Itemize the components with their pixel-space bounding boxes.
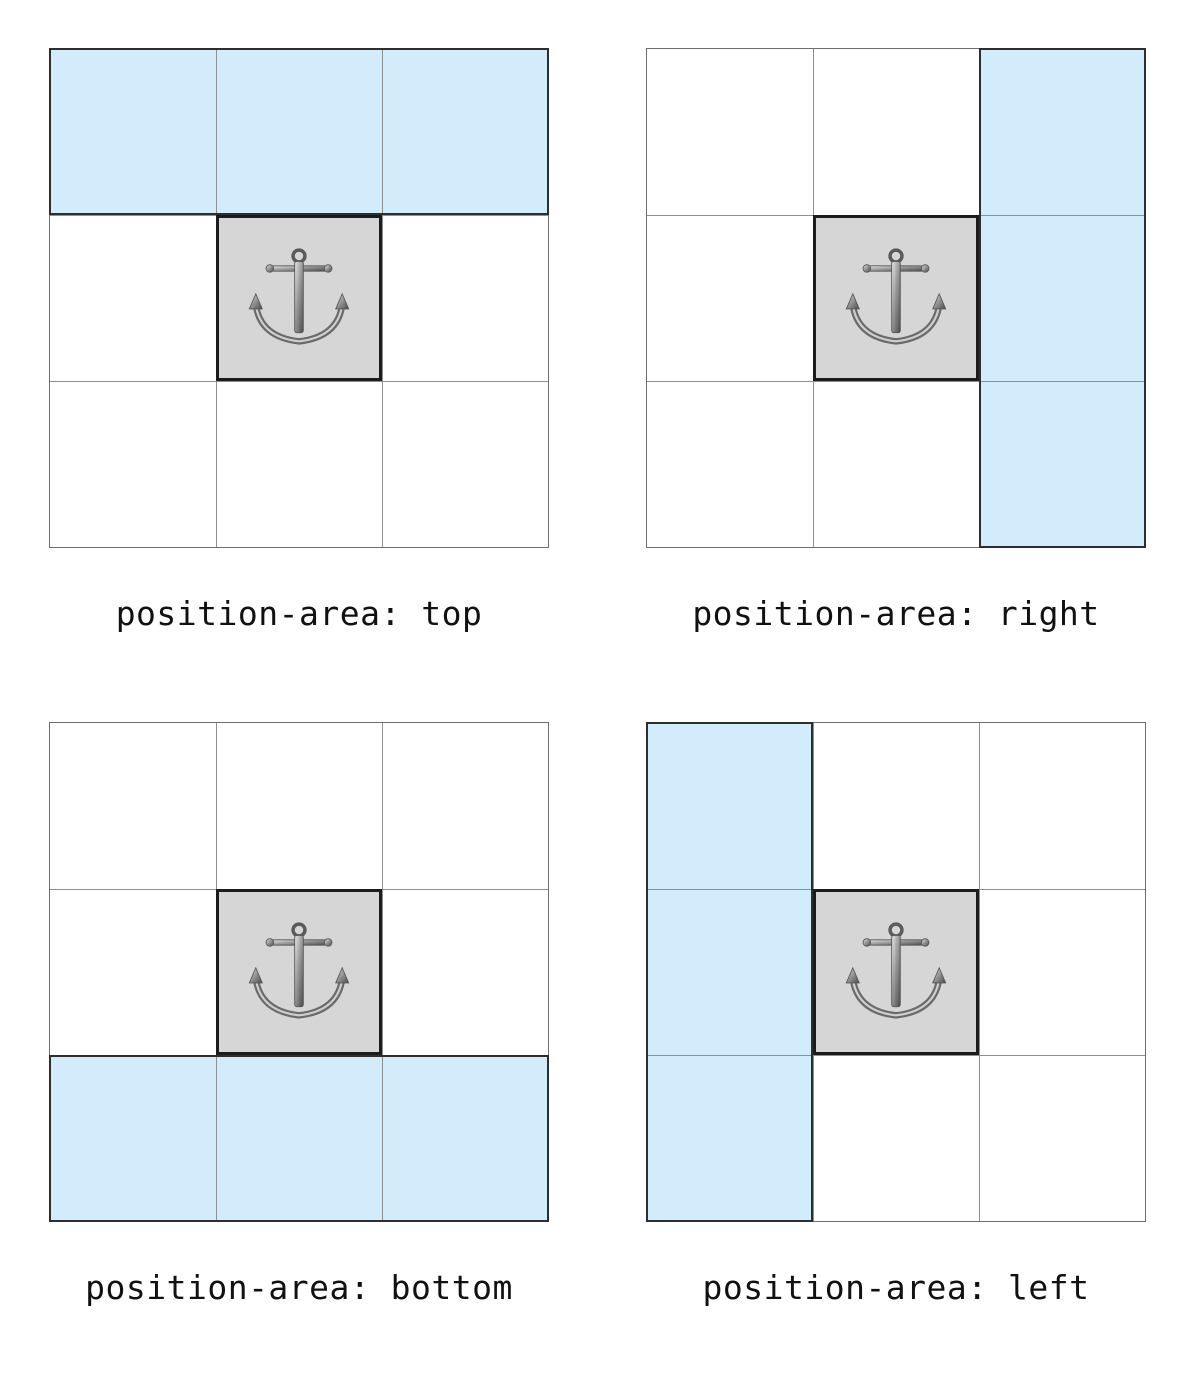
grid-line-vertical bbox=[979, 48, 981, 548]
grid-line-vertical bbox=[979, 722, 981, 1222]
grid-line-vertical bbox=[215, 48, 217, 548]
highlighted-cell bbox=[382, 1055, 549, 1222]
grid-line-horizontal bbox=[646, 214, 1146, 216]
grid-line-horizontal bbox=[49, 214, 549, 216]
grid-right bbox=[646, 48, 1146, 548]
grid-line-vertical bbox=[382, 48, 384, 548]
grid-cell bbox=[215, 722, 383, 889]
anchor-cell bbox=[215, 888, 383, 1056]
highlighted-cell bbox=[215, 1055, 383, 1222]
grid-cell bbox=[49, 722, 216, 889]
grid-line-vertical bbox=[812, 722, 814, 1222]
grid-cell bbox=[812, 1055, 980, 1222]
anchor-icon bbox=[245, 242, 353, 354]
grid-line-vertical bbox=[812, 48, 814, 548]
grid-cell bbox=[979, 722, 1146, 889]
grid-cell bbox=[382, 722, 549, 889]
grid-cell bbox=[382, 214, 549, 382]
grid-cell bbox=[215, 381, 383, 548]
grid-line-horizontal bbox=[49, 381, 549, 383]
highlighted-cell bbox=[979, 48, 1146, 215]
grid-cell bbox=[49, 214, 216, 382]
panel-bottom: position-area: bottom bbox=[49, 722, 549, 1307]
highlighted-cell bbox=[646, 1055, 813, 1222]
grid-cell bbox=[382, 381, 549, 548]
panel-right: position-area: right bbox=[646, 48, 1146, 633]
grid-cell bbox=[979, 888, 1146, 1056]
caption-bottom: position-area: bottom bbox=[85, 1268, 513, 1307]
anchor-icon bbox=[842, 916, 950, 1028]
panel-top: position-area: top bbox=[49, 48, 549, 633]
caption-right: position-area: right bbox=[692, 594, 1100, 633]
grid-cell bbox=[646, 214, 813, 382]
highlighted-cell bbox=[49, 1055, 216, 1222]
anchor-icon bbox=[842, 242, 950, 354]
anchor-cell bbox=[812, 888, 980, 1056]
grid-cell bbox=[812, 48, 980, 215]
grid-cell bbox=[979, 1055, 1146, 1222]
anchor-icon bbox=[245, 916, 353, 1028]
highlighted-cell bbox=[646, 722, 813, 889]
grid-cell bbox=[812, 381, 980, 548]
highlighted-cell bbox=[49, 48, 216, 215]
caption-left: position-area: left bbox=[702, 1268, 1090, 1307]
grid-line-horizontal bbox=[49, 1055, 549, 1057]
grid-cell bbox=[49, 888, 216, 1056]
anchor-cell bbox=[812, 214, 980, 382]
grid-line-vertical bbox=[215, 722, 217, 1222]
grid-cell bbox=[382, 888, 549, 1056]
caption-top: position-area: top bbox=[115, 594, 483, 633]
highlighted-cell bbox=[646, 888, 813, 1056]
grid-cell bbox=[812, 722, 980, 889]
highlighted-cell bbox=[979, 381, 1146, 548]
grid-line-horizontal bbox=[646, 1055, 1146, 1057]
panel-left: position-area: left bbox=[646, 722, 1146, 1307]
grid-top bbox=[49, 48, 549, 548]
anchor-cell bbox=[215, 214, 383, 382]
grid-left bbox=[646, 722, 1146, 1222]
grid-line-horizontal bbox=[646, 888, 1146, 890]
grid-cell bbox=[49, 381, 216, 548]
highlighted-cell bbox=[979, 214, 1146, 382]
grid-bottom bbox=[49, 722, 549, 1222]
highlighted-cell bbox=[215, 48, 383, 215]
grid-cell bbox=[646, 48, 813, 215]
grid-line-horizontal bbox=[49, 888, 549, 890]
grid-cell bbox=[646, 381, 813, 548]
grid-line-horizontal bbox=[646, 381, 1146, 383]
highlighted-cell bbox=[382, 48, 549, 215]
grid-line-vertical bbox=[382, 722, 384, 1222]
